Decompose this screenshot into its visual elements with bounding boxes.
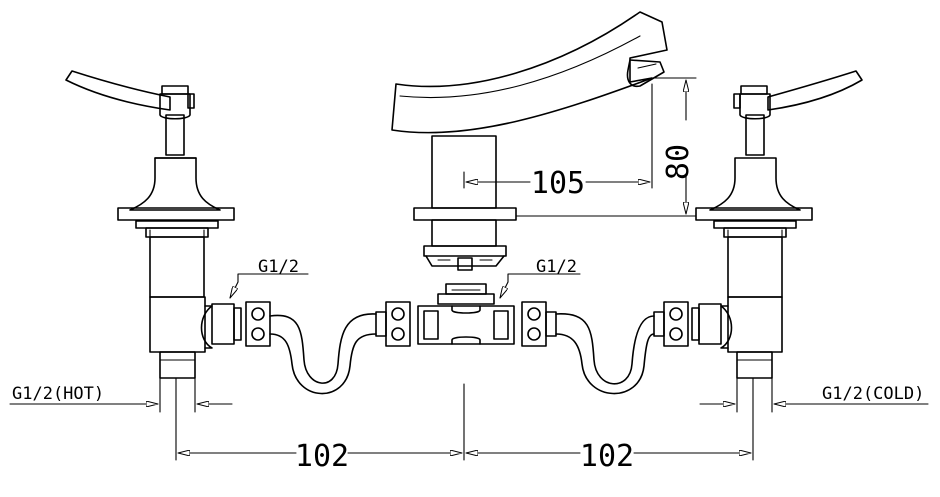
hot-inlet-label: G1/2(HOT) bbox=[12, 384, 104, 404]
dimension-spout-reach: 105 bbox=[463, 83, 653, 201]
center-tee bbox=[417, 305, 515, 345]
hot-lever-handle bbox=[65, 70, 171, 111]
hot-valve bbox=[65, 70, 242, 379]
thread-center-label: G1/2 bbox=[536, 257, 577, 277]
spout-body bbox=[391, 11, 668, 305]
thread-left-label: G1/2 bbox=[258, 257, 299, 277]
cold-lever-handle bbox=[767, 70, 863, 111]
spout-height-label: 80 bbox=[661, 144, 696, 180]
thread-callout-center: G1/2 bbox=[499, 257, 581, 299]
right-hose bbox=[521, 301, 689, 395]
cold-inlet-callout: G1/2(COLD) bbox=[699, 377, 929, 461]
spacing-left-label: 102 bbox=[295, 439, 349, 474]
hot-inlet-callout: G1/2(HOT) bbox=[9, 377, 233, 461]
left-hose bbox=[245, 301, 411, 395]
thread-callout-left: G1/2 bbox=[229, 257, 309, 299]
spout-reach-label: 105 bbox=[531, 166, 585, 201]
cold-inlet-label: G1/2(COLD) bbox=[822, 384, 924, 404]
dimension-spout-height: 80 bbox=[515, 77, 697, 217]
dimension-spacing: 102 102 bbox=[177, 383, 752, 474]
spacing-right-label: 102 bbox=[580, 439, 634, 474]
cold-valve bbox=[691, 70, 863, 379]
